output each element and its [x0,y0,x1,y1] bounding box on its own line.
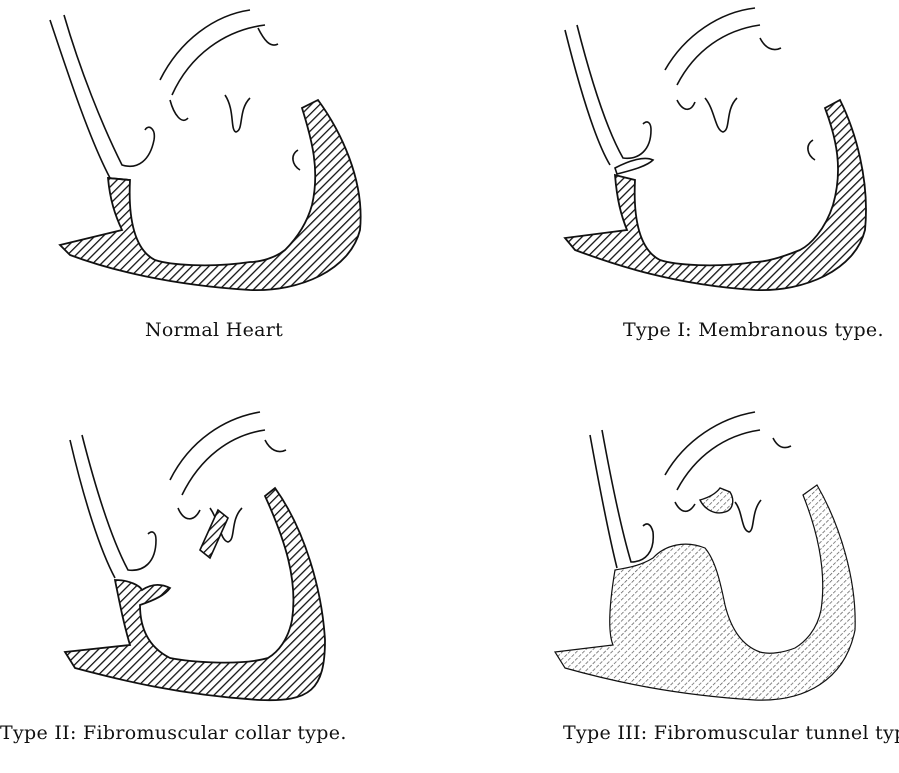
panel-type-2 [60,390,390,710]
panel-normal-heart [50,0,380,300]
myocardium-shape [555,485,855,700]
type-2-illustration [60,390,390,710]
type-1-illustration [555,0,885,300]
normal-heart-illustration [50,0,380,300]
caption-normal-heart: Normal Heart [145,319,283,341]
caption-type-1: Type I: Membranous type. [623,319,884,341]
myocardium-shape [565,100,866,290]
myocardium-shape [65,488,325,700]
caption-type-3: Type III: Fibromuscular tunnel type. [563,722,899,744]
type-3-illustration [555,390,885,710]
panel-type-1 [555,0,885,300]
panel-type-3 [555,390,885,710]
caption-type-2: Type II: Fibromuscular collar type. [0,722,347,744]
